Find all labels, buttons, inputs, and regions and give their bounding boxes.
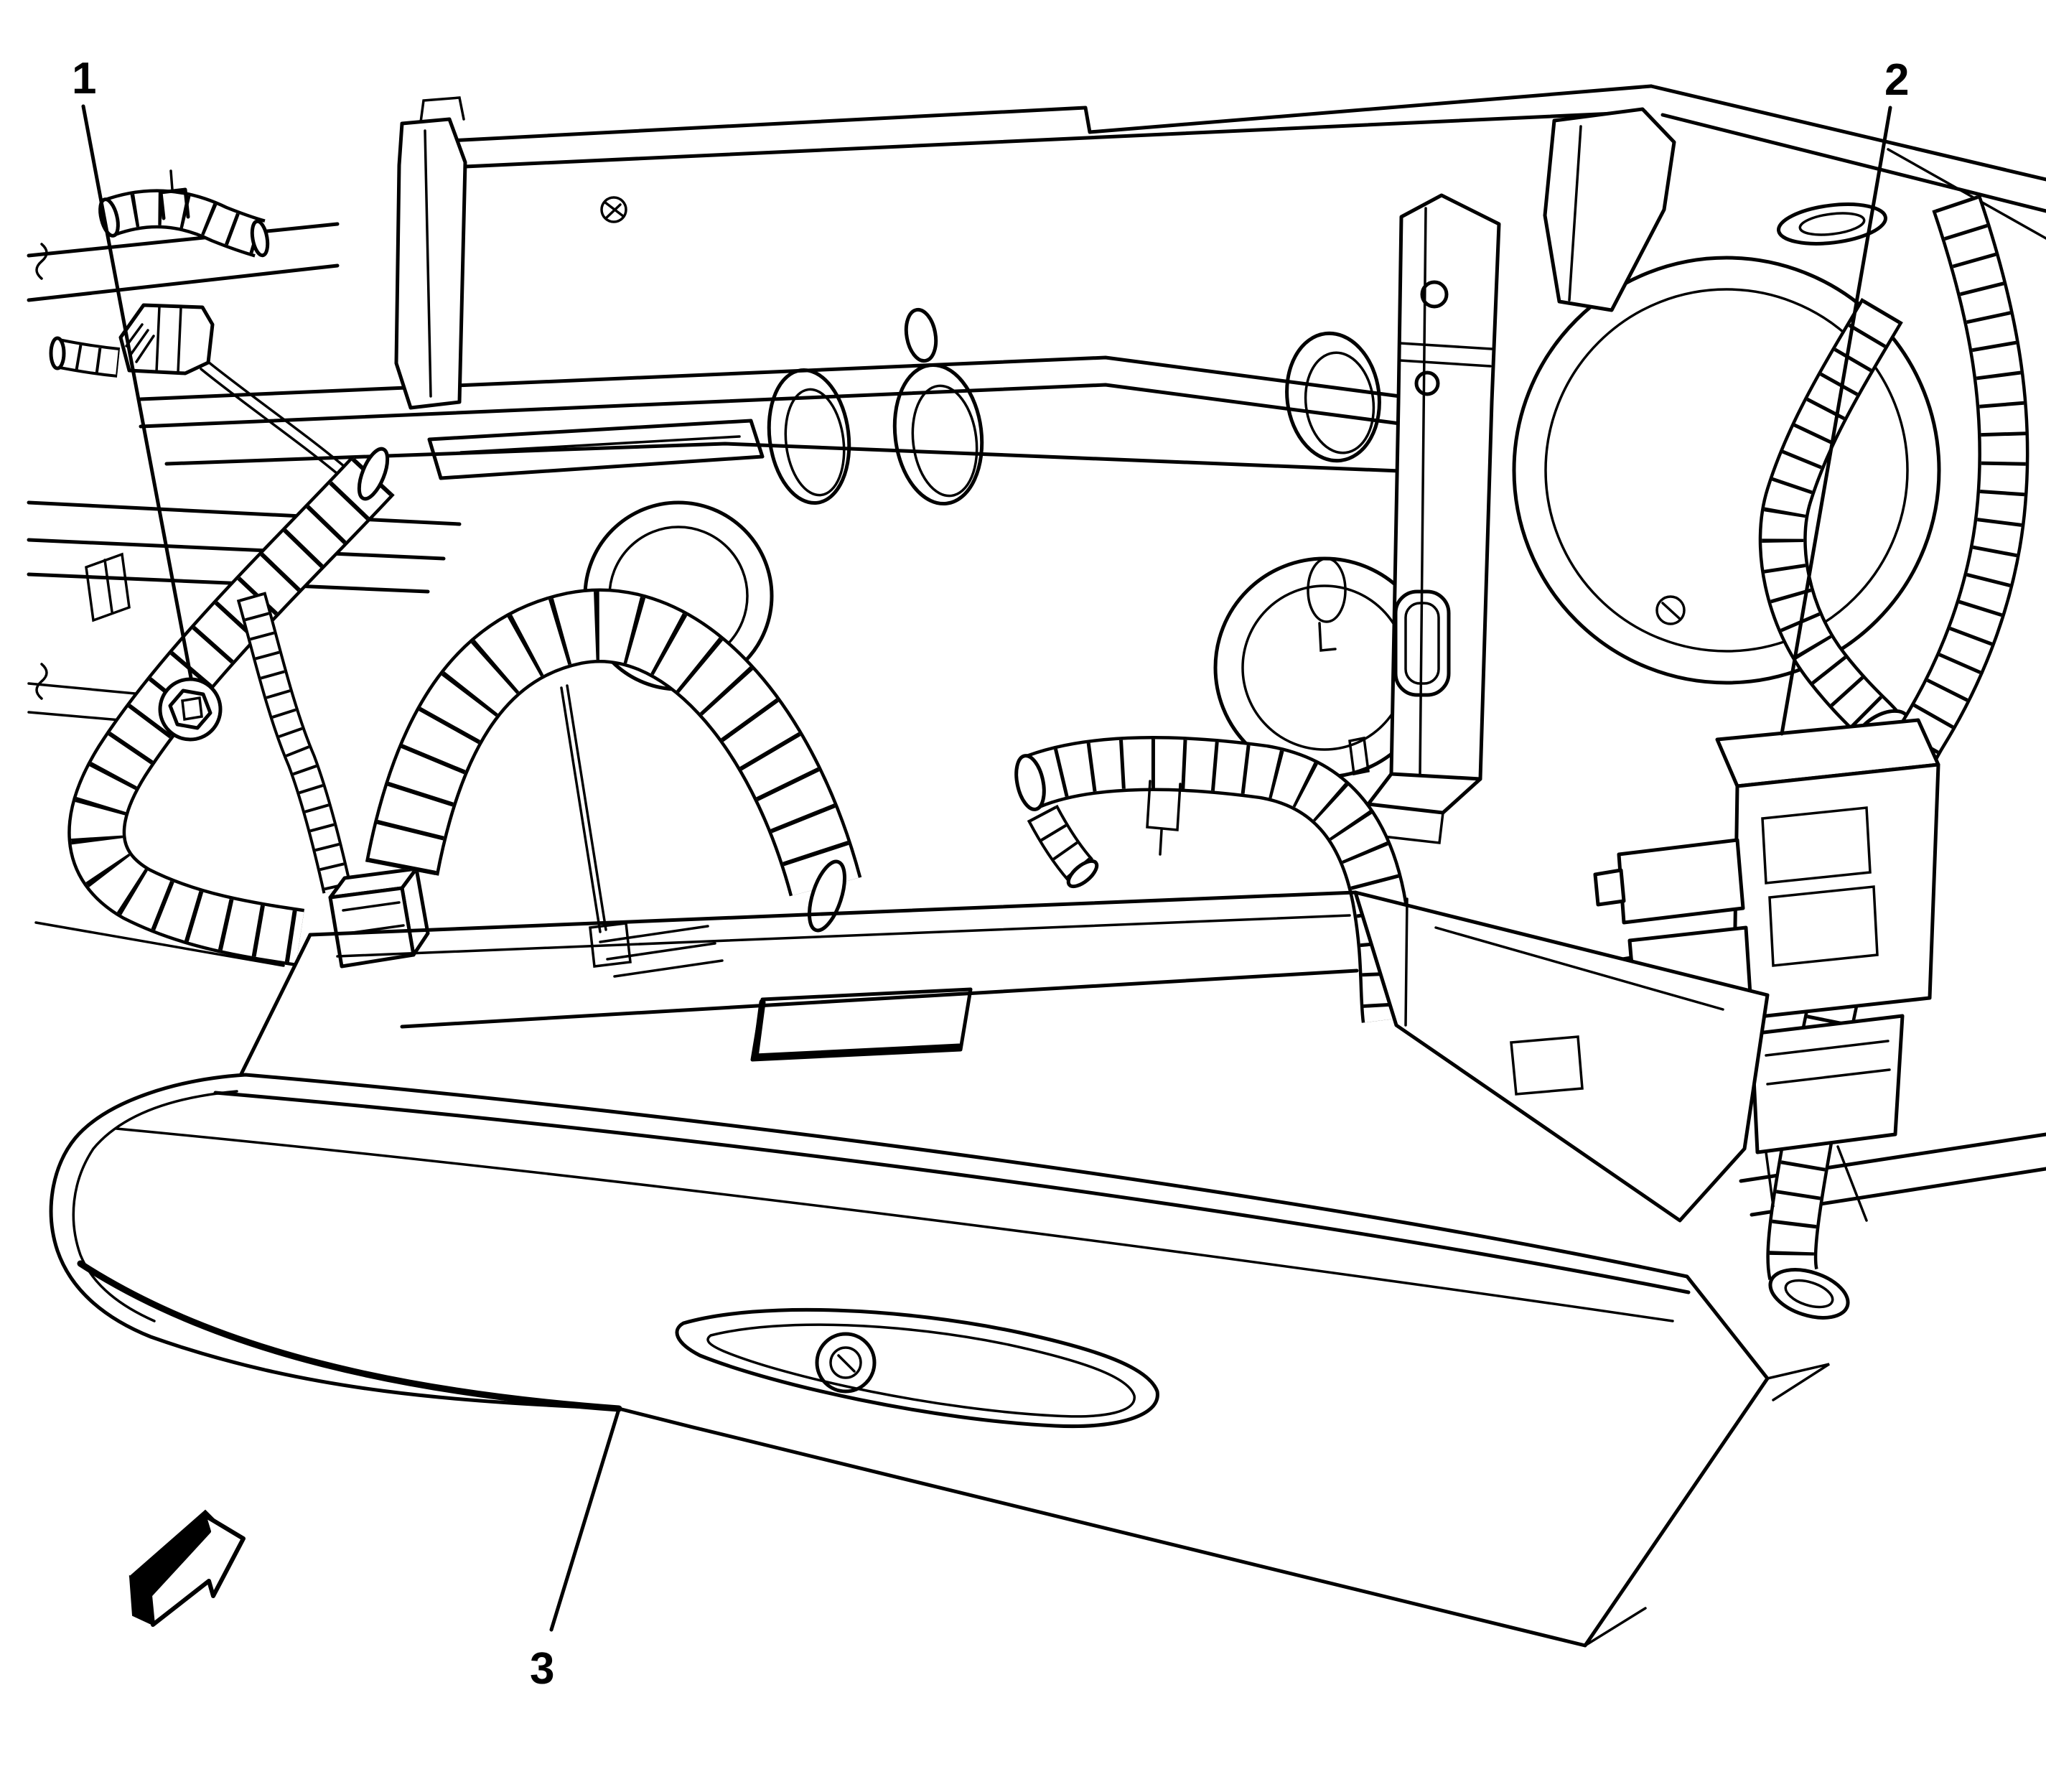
lamp-harness-hose [236, 592, 352, 894]
callouts: 1 2 3 [72, 54, 1909, 1694]
callout-1-leader-line [81, 104, 193, 680]
left-harness-conduit [34, 447, 395, 967]
callout-2-label: 2 [1884, 55, 1909, 105]
lower-left-connector [328, 867, 430, 969]
glove-box-bolt [158, 677, 223, 742]
callout-3-label: 3 [530, 1644, 554, 1694]
inline-connector [118, 303, 215, 375]
glove-box-door [49, 1073, 1830, 1648]
centre-pillar-bracket [1363, 193, 1501, 844]
callout-1-label: 1 [72, 54, 96, 103]
callout-2-leader-line [1780, 106, 1892, 736]
panel-duct-openings [600, 196, 1381, 506]
upper-left-harness [35, 169, 346, 700]
harness-clip [159, 187, 190, 220]
glove-box-bin [239, 684, 1770, 1223]
glove-box-latch [675, 1307, 1159, 1429]
view-direction-arrow-icon [129, 1509, 246, 1627]
upper-mount-bracket [394, 96, 467, 410]
upper-right-bracket [1543, 107, 1888, 312]
door-bottom-crease [77, 1260, 622, 1412]
connector-harness-conduit [1014, 736, 1417, 1023]
blower-opening [1512, 256, 1941, 685]
latch-lock-cylinder [815, 1332, 877, 1394]
callout-3-leader-line [549, 1407, 621, 1632]
